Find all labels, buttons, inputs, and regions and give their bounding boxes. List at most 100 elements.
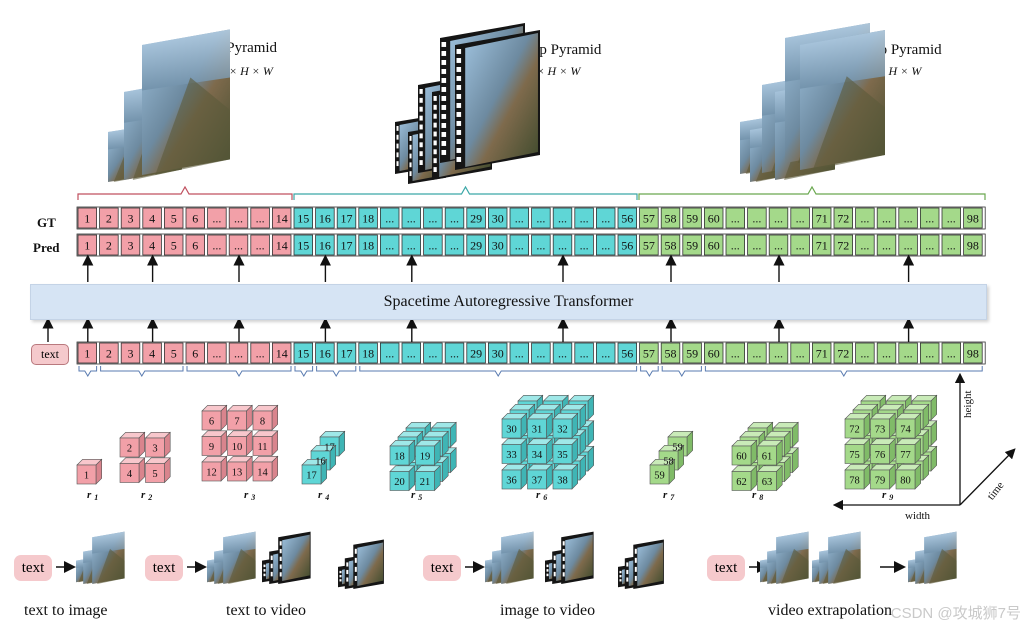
- height-axis-label: height: [962, 390, 974, 419]
- gt-token-23: ...: [552, 207, 573, 229]
- task-4-label: video extrapolation: [768, 602, 892, 619]
- gt-token-28: 58: [660, 207, 681, 229]
- input-token-29: 59: [682, 342, 702, 364]
- gt-token-19: 29: [466, 207, 486, 229]
- pred-token-34: ...: [790, 234, 810, 256]
- token-label: ...: [450, 239, 459, 253]
- pred-token-26: 56: [617, 234, 638, 256]
- pred-token-24: ...: [574, 234, 594, 256]
- scale-bracket-6: [359, 366, 638, 377]
- token-label: 57: [643, 212, 655, 226]
- svg-text:17: 17: [324, 443, 335, 454]
- time-axis: [959, 448, 1016, 506]
- token-label: ...: [450, 212, 459, 226]
- input-token-32: ...: [747, 342, 767, 364]
- token-label: 72: [837, 212, 849, 226]
- gt-token-39: ...: [898, 207, 918, 229]
- token-label: ...: [860, 239, 869, 253]
- svg-text:32: 32: [557, 425, 568, 436]
- pred-token-39: ...: [898, 234, 918, 256]
- token-label: ...: [515, 212, 524, 226]
- token-label: 15: [297, 347, 309, 361]
- token-label: 16: [319, 239, 331, 253]
- token-label: 30: [492, 347, 504, 361]
- svg-text:73: 73: [875, 425, 886, 436]
- token-label: 1: [84, 347, 90, 361]
- token-label: ...: [904, 212, 913, 226]
- svg-text:7: 7: [234, 417, 239, 428]
- token-label: 29: [470, 239, 482, 253]
- pred-token-28: 58: [660, 234, 681, 256]
- gt-token-31: ...: [725, 207, 746, 229]
- gt-token-32: ...: [747, 207, 767, 229]
- token-label: ...: [752, 347, 761, 361]
- gt-token-9: ...: [250, 207, 270, 229]
- token-label: ...: [774, 347, 783, 361]
- gt-token-15: ...: [379, 207, 400, 229]
- input-token-31: ...: [725, 342, 746, 364]
- token-label: ...: [731, 347, 740, 361]
- pred-token-6: 6: [185, 234, 206, 256]
- token-label: 60: [708, 347, 720, 361]
- svg-text:21: 21: [420, 477, 431, 488]
- pred-token-32: ...: [747, 234, 767, 256]
- token-label: ...: [860, 212, 869, 226]
- svg-text:78: 78: [849, 476, 860, 487]
- token-label: 71: [816, 239, 828, 253]
- pred-token-41: ...: [941, 234, 962, 256]
- token-label: 98: [967, 347, 979, 361]
- scale-bracket-3: [186, 366, 292, 377]
- token-label: 71: [816, 347, 828, 361]
- gt-row-label: GT: [37, 215, 56, 230]
- pred-token-31: ...: [725, 234, 746, 256]
- input-token-14: 18: [358, 342, 378, 364]
- token-label: ...: [601, 212, 610, 226]
- svg-text:12: 12: [206, 468, 217, 479]
- token-label: ...: [601, 347, 610, 361]
- token-label: 14: [276, 239, 288, 253]
- pred-token-27: 57: [639, 234, 659, 256]
- token-label: ...: [407, 347, 416, 361]
- pred-token-2: 2: [99, 234, 119, 256]
- token-label: 15: [297, 239, 309, 253]
- pred-token-1: 1: [77, 234, 98, 256]
- pred-token-17: ...: [423, 234, 443, 256]
- token-label: ...: [256, 347, 265, 361]
- token-label: ...: [234, 212, 243, 226]
- input-token-18: ...: [444, 342, 465, 364]
- svg-text:1: 1: [84, 471, 89, 482]
- input-token-41: ...: [941, 342, 962, 364]
- svg-text:20: 20: [394, 477, 405, 488]
- token-label: ...: [450, 347, 459, 361]
- token-label: 3: [128, 239, 134, 253]
- pred-token-14: 18: [358, 234, 378, 256]
- gt-token-25: ...: [596, 207, 616, 229]
- gt-token-13: 17: [336, 207, 357, 229]
- token-label: ...: [904, 347, 913, 361]
- token-label: 72: [837, 347, 849, 361]
- gt-token-29: 59: [682, 207, 702, 229]
- token-label: ...: [925, 239, 934, 253]
- token-label: ...: [385, 212, 394, 226]
- gt-token-38: ...: [876, 207, 897, 229]
- pred-token-20: 30: [487, 234, 508, 256]
- token-label: 4: [149, 347, 155, 361]
- svg-text:74: 74: [900, 425, 911, 436]
- token-label: 4: [149, 239, 155, 253]
- input-token-24: ...: [574, 342, 594, 364]
- gt-token-5: 5: [163, 207, 184, 229]
- gt-token-6: 6: [185, 207, 206, 229]
- gt-token-16: ...: [401, 207, 422, 229]
- task-illustrations: [56, 531, 957, 589]
- token-label: 16: [319, 212, 331, 226]
- pred-token-21: ...: [509, 234, 530, 256]
- svg-text:3: 3: [152, 444, 157, 455]
- input-token-13: 17: [336, 342, 357, 364]
- svg-text:8: 8: [260, 417, 265, 428]
